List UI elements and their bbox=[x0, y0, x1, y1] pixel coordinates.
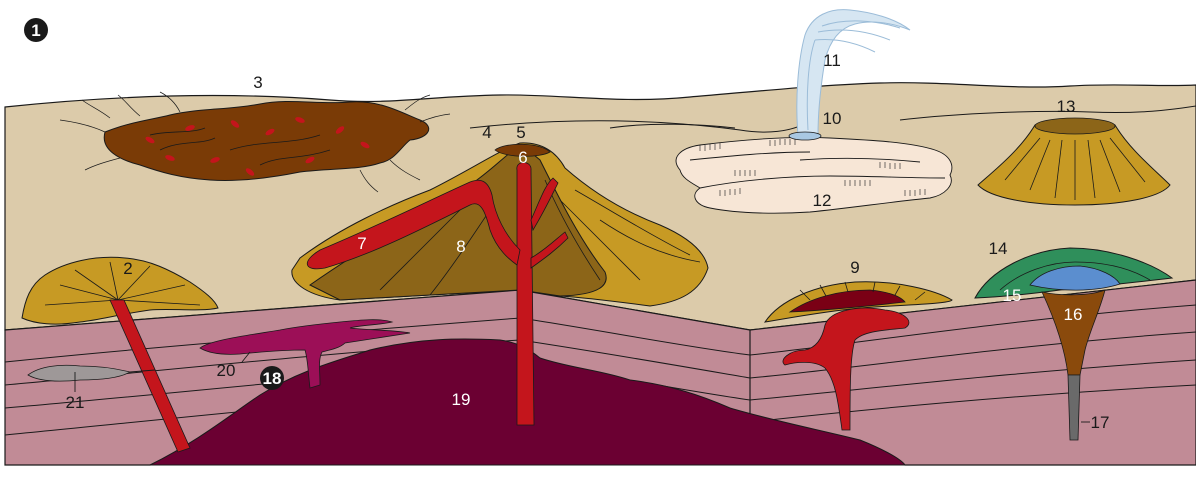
label-2: 2 bbox=[123, 259, 132, 278]
label-17: 17 bbox=[1091, 413, 1110, 432]
svg-text:18: 18 bbox=[263, 369, 282, 388]
label-16: 16 bbox=[1064, 305, 1083, 324]
figure-badge: 1 bbox=[24, 18, 48, 42]
label-6: 6 bbox=[518, 148, 527, 167]
label-12: 12 bbox=[813, 191, 832, 210]
badge-18: 18 bbox=[260, 366, 284, 390]
label-4: 4 bbox=[482, 123, 491, 142]
label-19: 19 bbox=[452, 390, 471, 409]
label-3: 3 bbox=[253, 73, 262, 92]
label-5: 5 bbox=[516, 123, 525, 142]
label-13: 13 bbox=[1057, 97, 1076, 116]
label-9: 9 bbox=[850, 258, 859, 277]
label-7: 7 bbox=[357, 234, 366, 253]
label-10: 10 bbox=[823, 109, 842, 128]
label-11: 11 bbox=[823, 51, 841, 70]
label-15: 15 bbox=[1003, 286, 1022, 305]
label-8: 8 bbox=[456, 237, 465, 256]
svg-text:1: 1 bbox=[31, 21, 40, 40]
label-21: 21 bbox=[66, 393, 85, 412]
label-20: 20 bbox=[217, 361, 236, 380]
label-14: 14 bbox=[989, 239, 1008, 258]
